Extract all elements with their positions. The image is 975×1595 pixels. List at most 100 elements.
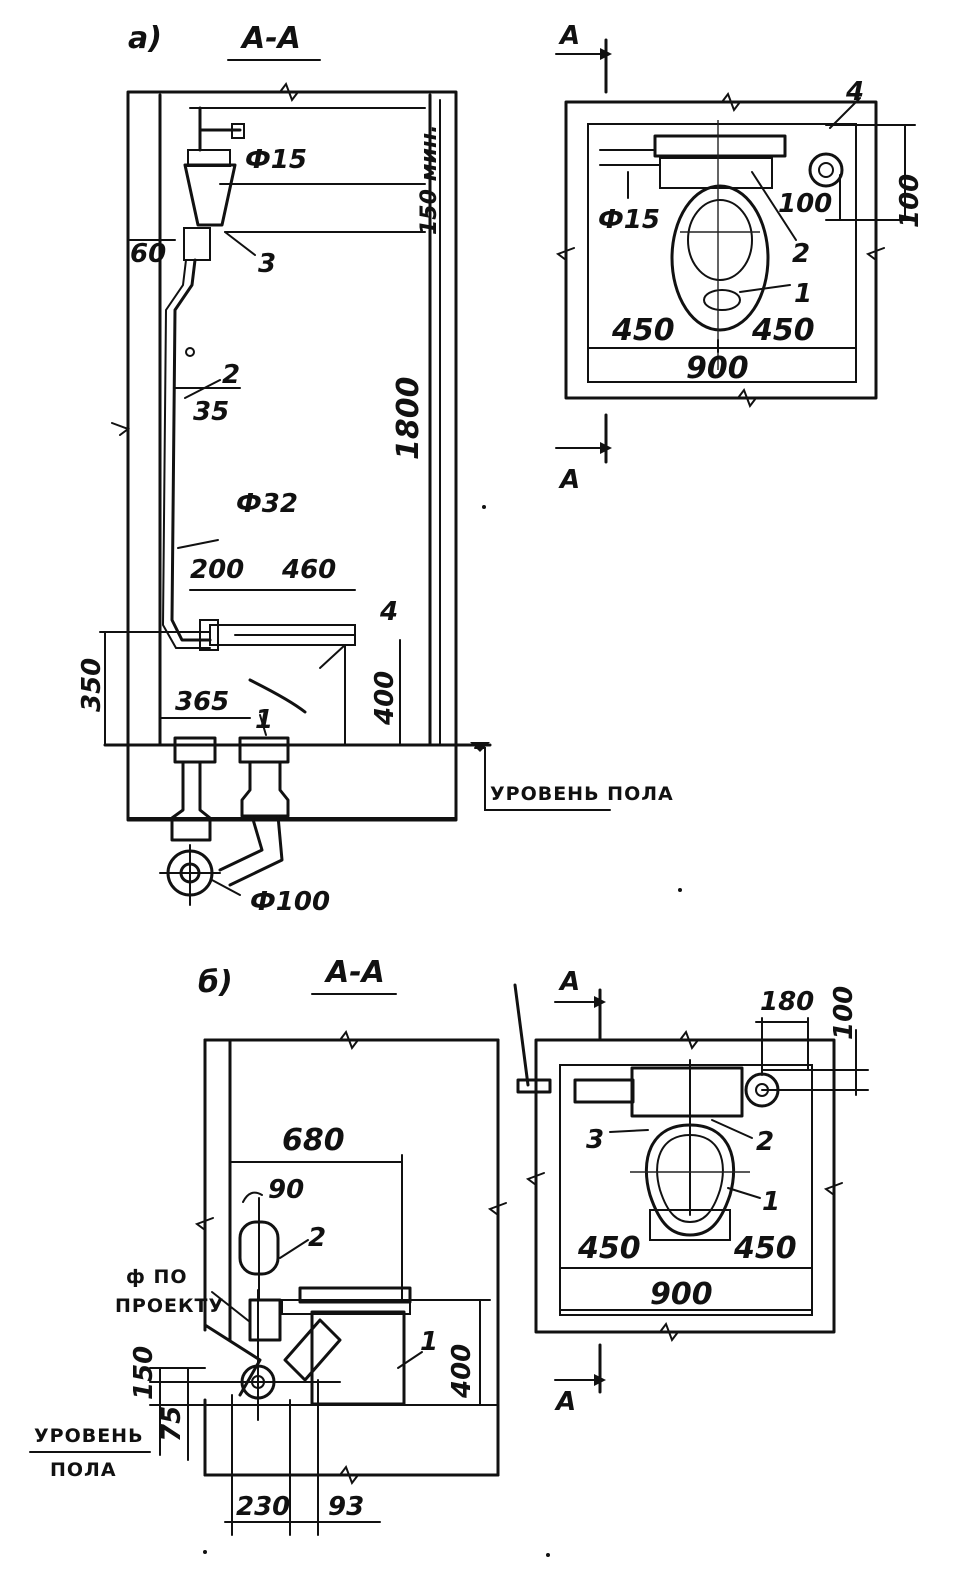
break-mark xyxy=(339,1464,359,1486)
dim-365: 365 xyxy=(175,687,229,717)
pipe-note-line1: ф ПО xyxy=(126,1266,188,1288)
leader-line xyxy=(609,1129,649,1133)
break-mark xyxy=(194,1217,214,1231)
plan-b-stub xyxy=(513,983,530,1087)
speck xyxy=(546,1553,550,1557)
plan-b-bowl xyxy=(644,1123,736,1237)
plan-b-stub-cap xyxy=(516,1078,552,1094)
break-mark xyxy=(555,247,575,261)
break-mark xyxy=(737,387,757,409)
plan-a-dim-15: Ф15 xyxy=(598,205,660,235)
leader-line xyxy=(727,1187,761,1199)
callout-2: 2 xyxy=(222,360,240,390)
dim-1800: 1800 xyxy=(391,377,426,461)
leader-line xyxy=(397,1351,423,1369)
plan-b-cistern xyxy=(630,1066,744,1118)
plan-a-bowl-outlet xyxy=(703,289,741,311)
section-b-bowl xyxy=(310,1310,406,1406)
section-b: б) А-А xyxy=(29,955,507,1536)
section-b-pipe-wall xyxy=(203,1323,262,1397)
break-mark xyxy=(525,1172,545,1186)
section-a: a) А-А xyxy=(77,21,673,917)
plan-b-dim-900: 900 xyxy=(650,1277,713,1312)
break-mark xyxy=(659,1321,679,1343)
plan-a-cistern-body xyxy=(659,157,773,189)
plan-b: А А 18 xyxy=(513,967,869,1417)
cut-label-bottom: А xyxy=(558,465,580,495)
speck xyxy=(203,1550,207,1554)
dim-460: 460 xyxy=(281,555,336,585)
leader-line xyxy=(751,171,797,241)
drawing-a-label: a) xyxy=(128,21,162,56)
drain-pipe-left xyxy=(170,760,212,842)
dim-200: 200 xyxy=(190,555,244,585)
plan-a-dim-450-left: 450 xyxy=(611,313,675,348)
cut-arrowhead xyxy=(594,996,606,1008)
leader-line xyxy=(184,379,221,399)
plan-b-dim-180: 180 xyxy=(760,987,814,1017)
section-b-dim-230: 230 xyxy=(236,1492,290,1522)
drawing-b-label: б) xyxy=(198,965,233,1000)
dim-150-min: 150 мин. xyxy=(417,124,442,235)
break-mark xyxy=(487,1202,507,1216)
bowl-leader xyxy=(319,644,346,669)
plan-a-bowl xyxy=(670,184,770,332)
section-b-callout-1: 1 xyxy=(420,1327,438,1357)
plan-b-bowl-inner xyxy=(656,1133,724,1224)
section-a-title: А-А xyxy=(240,21,301,56)
bowl-slope xyxy=(248,678,307,714)
plan-b-callout-2: 2 xyxy=(756,1127,774,1157)
dim-pipe-32: Ф32 xyxy=(236,489,298,519)
pipe-clamp xyxy=(185,347,195,357)
section-b-dim-93: 93 xyxy=(328,1492,364,1522)
plan-b-dim-450-right: 450 xyxy=(733,1231,797,1266)
leader-line xyxy=(259,714,267,736)
leader-line xyxy=(224,231,256,256)
section-b-valve-body xyxy=(248,1298,282,1342)
section-b-seat xyxy=(298,1286,412,1304)
section-b-dim-680: 680 xyxy=(282,1123,345,1158)
plan-a-callout-4: 4 xyxy=(845,77,864,107)
callout-3: 3 xyxy=(258,249,276,279)
floor-line1: УРОВЕНЬ xyxy=(34,1425,144,1447)
leader-line xyxy=(177,539,219,549)
speck xyxy=(482,505,486,509)
plan-a-dim-900: 900 xyxy=(686,351,749,386)
break-mark xyxy=(679,1029,699,1051)
break-mark xyxy=(279,81,299,103)
cistern-lid xyxy=(187,149,231,167)
cut-arrowhead xyxy=(600,442,612,454)
drain-coupling-right xyxy=(238,736,290,764)
leader-line xyxy=(211,879,241,896)
plan-b-supply xyxy=(573,1078,635,1104)
break-mark xyxy=(111,422,131,436)
plan-a-cistern xyxy=(653,134,787,158)
section-b-title: А-А xyxy=(324,955,385,990)
section-a-outer-wall xyxy=(126,90,458,822)
dim-pipe-100: Ф100 xyxy=(250,887,330,917)
flush-pipe xyxy=(170,258,212,642)
cut-label-top: А xyxy=(558,21,580,51)
plan-a: А А Ф1 xyxy=(555,21,925,495)
pipe-note-line2: ПРОЕКТУ xyxy=(115,1295,224,1317)
section-b-dim-400: 400 xyxy=(447,1344,477,1399)
section-b-90-arc xyxy=(242,1191,263,1203)
leader-line xyxy=(829,97,861,129)
plan-b-cut-bottom: А xyxy=(554,1387,576,1417)
cistern-coupling xyxy=(183,227,211,261)
bowl-inlet xyxy=(199,619,219,651)
floor-level-arrow xyxy=(470,742,490,752)
drain-elbow xyxy=(218,814,264,872)
valve xyxy=(231,123,245,139)
break-mark xyxy=(721,91,741,113)
plan-a-callout-1: 1 xyxy=(794,279,812,309)
plan-b-inner-wall xyxy=(559,1064,813,1316)
cut-arrowhead xyxy=(594,1374,606,1386)
break-mark xyxy=(339,1029,359,1051)
drain-pipe-right xyxy=(240,760,290,818)
plan-a-riser xyxy=(808,152,844,188)
plan-b-dim-450-left: 450 xyxy=(577,1231,641,1266)
drain-elbow-outer xyxy=(228,814,284,887)
leader-line xyxy=(739,284,791,293)
